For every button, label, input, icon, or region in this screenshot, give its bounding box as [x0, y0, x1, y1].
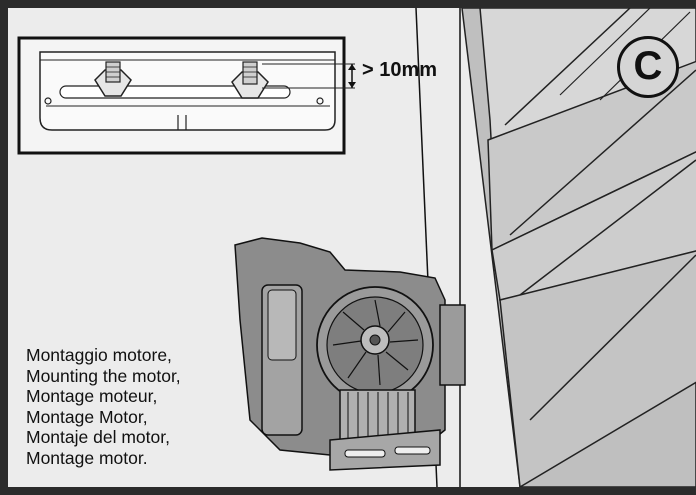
bracket-detail-inset — [17, 36, 356, 155]
mounting-illustration — [17, 8, 696, 487]
caption-line-dutch: Montage motor. — [26, 447, 148, 468]
caption-text: Montaggio motore, Mounting the motor, Mo… — [26, 345, 181, 468]
caption-line-french: Montage moteur, — [26, 386, 158, 406]
caption-line-italian: Montaggio motore, — [26, 345, 172, 365]
step-letter-badge: C — [617, 36, 679, 98]
caption-line-spanish: Montaje del motor, — [26, 427, 170, 447]
gate-structure — [461, 8, 696, 487]
motor-drawing — [234, 237, 466, 471]
caption-line-english: Mounting the motor, — [26, 365, 181, 386]
caption-line-german: Montage Motor, — [26, 406, 148, 427]
illustration-panel: C > 10mm Montaggio motore, Mounting the … — [8, 8, 696, 487]
dimension-label: > 10mm — [362, 59, 438, 81]
